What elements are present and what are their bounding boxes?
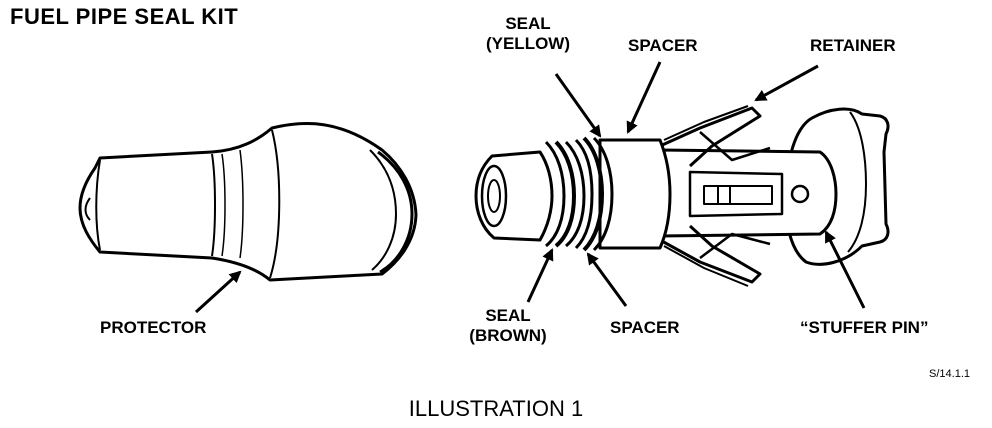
label-spacer-bottom: SPACER	[610, 318, 680, 337]
label-seal-yellow: SEAL (YELLOW)	[485, 14, 571, 53]
arrow-spacer-bottom	[586, 252, 628, 307]
label-retainer: RETAINER	[810, 36, 896, 55]
arrow-spacer-top	[626, 61, 662, 134]
arrow-seal-yellow	[554, 73, 602, 138]
arrow-retainer	[754, 64, 819, 102]
figure-caption: ILLUSTRATION 1	[408, 396, 584, 421]
arrow-protector	[194, 270, 242, 314]
arrow-stuffer-pin	[824, 230, 866, 309]
protector-part	[78, 122, 418, 282]
label-stuffer-pin: “STUFFER PIN”	[800, 318, 929, 337]
seal-assembly	[474, 105, 890, 287]
arrow-seal-brown	[526, 248, 554, 303]
label-protector: PROTECTOR	[100, 318, 207, 337]
leader-lines	[194, 61, 866, 314]
diagram-title: FUEL PIPE SEAL KIT	[10, 4, 239, 29]
label-spacer-top: SPACER	[628, 36, 698, 55]
label-seal-brown: SEAL (BROWN)	[469, 306, 547, 345]
reference-code: S/14.1.1	[929, 368, 970, 380]
